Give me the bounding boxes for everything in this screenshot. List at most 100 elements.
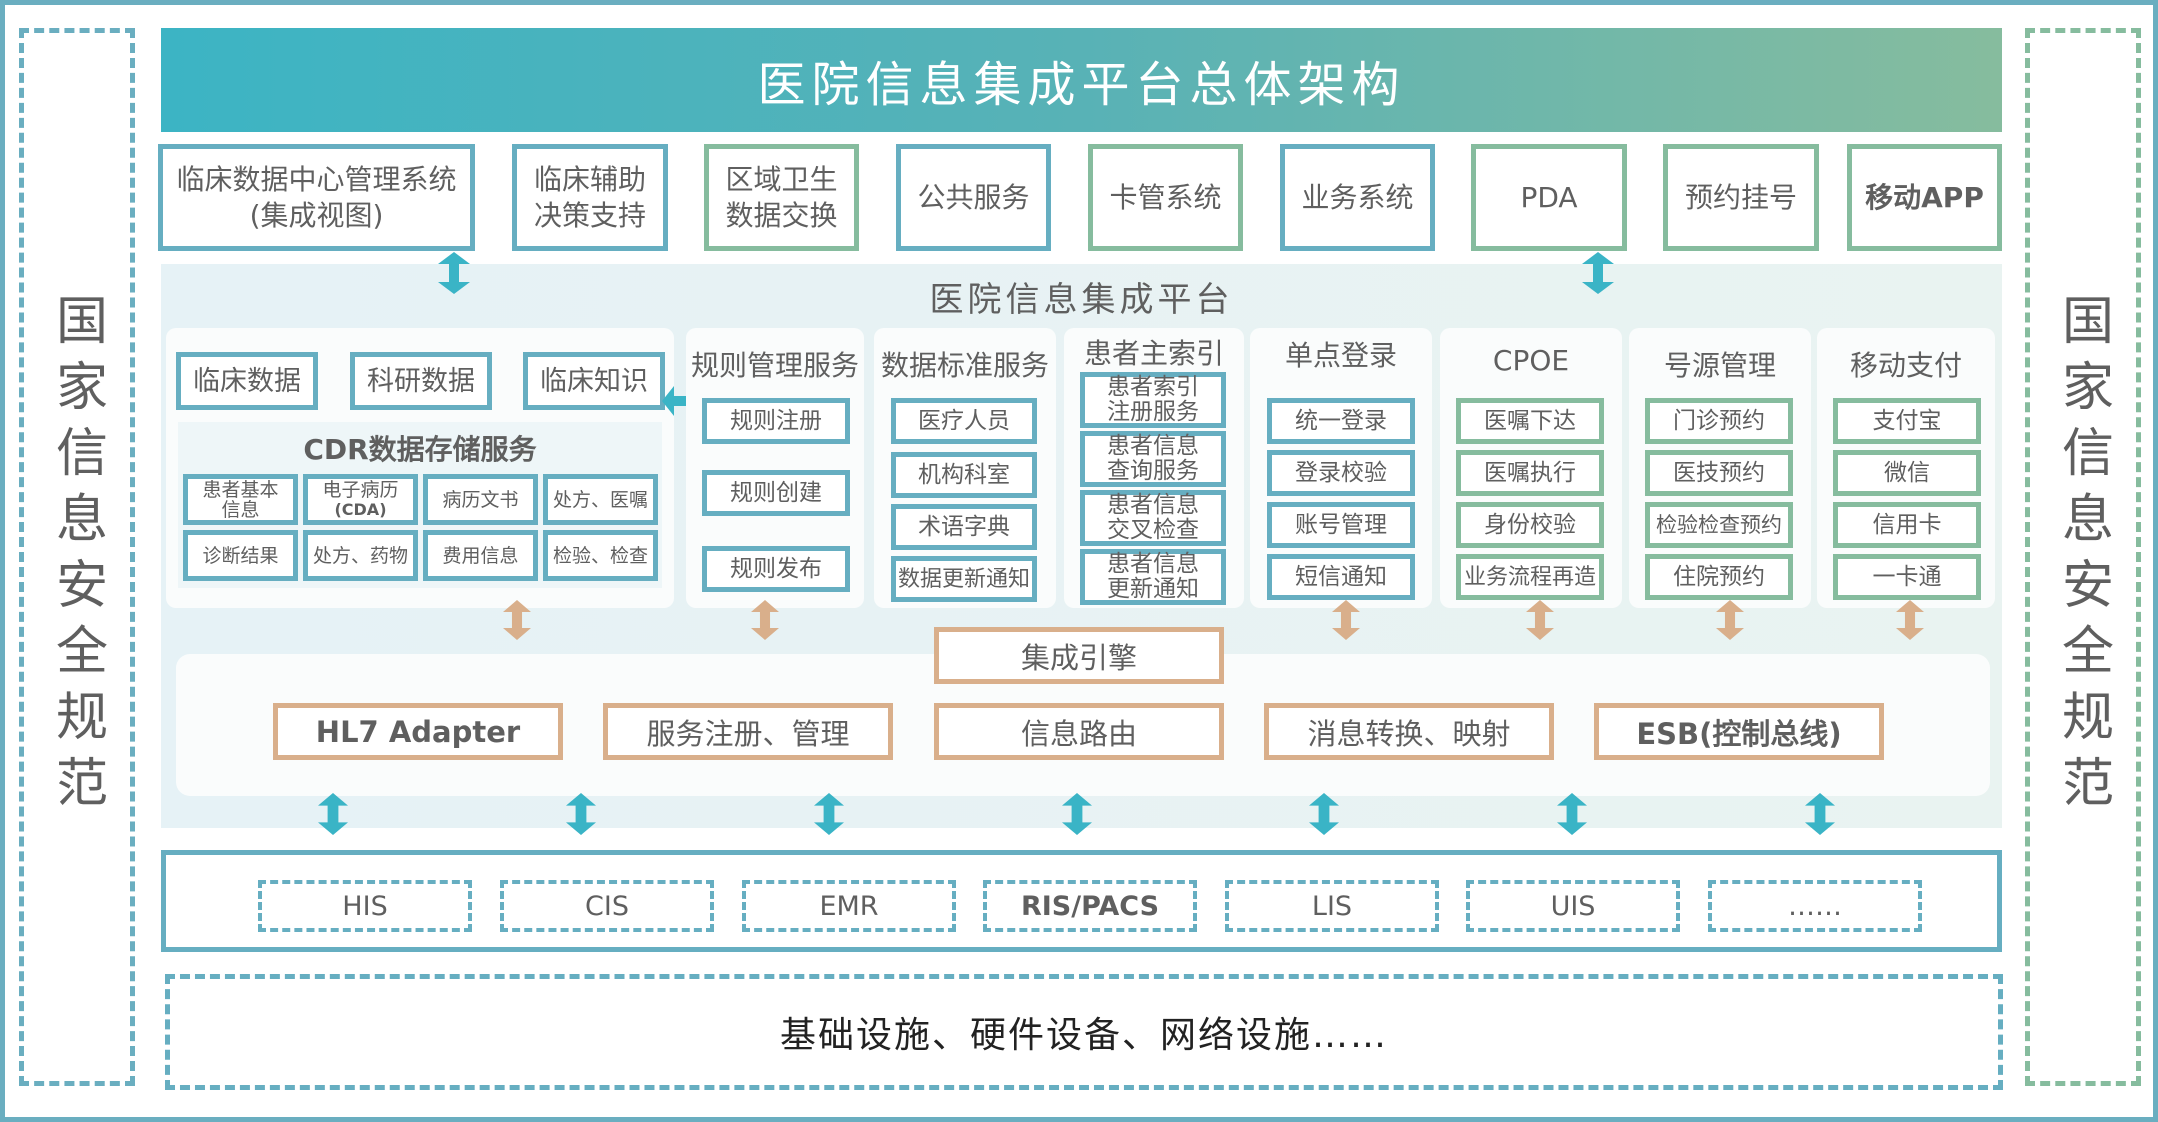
top-system-label: 公共服务 (917, 180, 1030, 214)
top-system-label: PDA (1520, 180, 1578, 214)
service-item[interactable]: 医嘱下达 (1456, 398, 1604, 444)
cdr-cell-prescription-drugs[interactable]: 处方、药物 (303, 530, 418, 581)
data-type-clinical-knowledge[interactable]: 临床知识 (523, 352, 665, 410)
top-system-label: 移动APP (1865, 180, 1984, 214)
cdr-cell-billing[interactable]: 费用信息 (423, 530, 538, 581)
service-item-label: 患者信息 (1107, 551, 1199, 577)
top-system-regional-health-exchange[interactable]: 区域卫生 数据交换 (704, 144, 859, 251)
source-system-more[interactable]: …… (1708, 880, 1922, 932)
top-system-public-service[interactable]: 公共服务 (896, 144, 1051, 251)
service-item[interactable]: 业务流程再造 (1456, 554, 1604, 600)
source-system-label: CIS (585, 890, 629, 922)
service-item[interactable]: 患者信息更新通知 (1080, 549, 1226, 605)
service-item[interactable]: 机构科室 (891, 452, 1037, 498)
source-system-uis[interactable]: UIS (1466, 880, 1680, 932)
source-system-emr[interactable]: EMR (742, 880, 956, 932)
service-item-label: 术语字典 (918, 513, 1010, 540)
source-system-label: LIS (1311, 890, 1353, 922)
service-item[interactable]: 住院预约 (1645, 554, 1793, 600)
service-item-label: 账号管理 (1295, 511, 1387, 538)
cdr-cell-label: 检验、检查 (552, 544, 648, 567)
top-system-business[interactable]: 业务系统 (1280, 144, 1435, 251)
service-item[interactable]: 信用卡 (1833, 502, 1981, 548)
service-item-label: 医嘱下达 (1484, 407, 1576, 434)
service-item[interactable]: 患者信息交叉检查 (1080, 490, 1226, 546)
service-item[interactable]: 患者索引注册服务 (1080, 372, 1226, 428)
engine-component-message-routing[interactable]: 信息路由 (934, 703, 1224, 760)
data-type-label: 临床知识 (540, 365, 648, 397)
engine-component-label: 信息路由 (1020, 716, 1137, 751)
bidirectional-arrow-icon (751, 600, 779, 640)
source-system-ris-pacs[interactable]: RIS/PACS (983, 880, 1197, 932)
service-item[interactable]: 身份校验 (1456, 502, 1604, 548)
service-item[interactable]: 支付宝 (1833, 398, 1981, 444)
service-item-label: 规则注册 (730, 407, 822, 434)
cdr-cell-emr-cda[interactable]: 电子病历(CDA) (303, 474, 418, 525)
service-item[interactable]: 短信通知 (1267, 554, 1415, 600)
service-item[interactable]: 统一登录 (1267, 398, 1415, 444)
service-title: 移动支付 (1849, 349, 1962, 382)
cdr-cell-medical-docs[interactable]: 病历文书 (423, 474, 538, 525)
top-system-label: 决策支持 (533, 198, 646, 232)
engine-title-label: 集成引擎 (1020, 640, 1137, 675)
engine-component-label: ESB(控制总线) (1636, 716, 1842, 751)
service-item[interactable]: 账号管理 (1267, 502, 1415, 548)
cdr-cell-label: 处方、医嘱 (552, 488, 648, 511)
service-item[interactable]: 患者信息查询服务 (1080, 431, 1226, 487)
integration-engine-title[interactable]: 集成引擎 (934, 627, 1224, 684)
data-type-research[interactable]: 科研数据 (350, 352, 492, 410)
service-item[interactable]: 医嘱执行 (1456, 450, 1604, 496)
engine-component-service-registry[interactable]: 服务注册、管理 (603, 703, 893, 760)
cdr-cell-label: 患者基本 (202, 478, 279, 501)
engine-component-message-transform[interactable]: 消息转换、映射 (1264, 703, 1554, 760)
source-system-his[interactable]: HIS (258, 880, 472, 932)
top-system-mobile-app[interactable]: 移动APP (1847, 144, 2002, 251)
service-item[interactable]: 微信 (1833, 450, 1981, 496)
service-item[interactable]: 登录校验 (1267, 450, 1415, 496)
source-system-label: RIS/PACS (1020, 890, 1160, 922)
cdr-title: CDR数据存储服务 (303, 433, 537, 466)
source-system-lis[interactable]: LIS (1225, 880, 1439, 932)
bidirectional-arrow-icon (1805, 793, 1835, 835)
service-item-label: 患者信息 (1107, 433, 1199, 459)
service-item[interactable]: 医疗人员 (891, 398, 1037, 444)
source-systems-frame (161, 850, 2002, 952)
top-system-card-management[interactable]: 卡管系统 (1088, 144, 1243, 251)
service-item[interactable]: 一卡通 (1833, 554, 1981, 600)
top-system-cdr-management[interactable]: 临床数据中心管理系统 (集成视图) (158, 144, 475, 251)
service-item-label: 统一登录 (1295, 407, 1387, 434)
service-item[interactable]: 数据更新通知 (891, 556, 1037, 602)
cdr-cell-label: 信息 (221, 498, 260, 521)
top-system-label: 临床数据中心管理系统 (176, 162, 457, 196)
top-system-appointment[interactable]: 预约挂号 (1663, 144, 1819, 251)
source-system-cis[interactable]: CIS (500, 880, 714, 932)
service-item[interactable]: 规则发布 (702, 546, 850, 592)
service-item-label: 数据更新通知 (897, 566, 1030, 592)
service-item[interactable]: 规则注册 (702, 398, 850, 444)
cdr-cell-diagnosis[interactable]: 诊断结果 (183, 530, 298, 581)
service-item[interactable]: 医技预约 (1645, 450, 1793, 496)
service-item-label: 住院预约 (1673, 563, 1765, 590)
top-system-pda[interactable]: PDA (1471, 144, 1627, 251)
cdr-cell-prescription-orders[interactable]: 处方、医嘱 (543, 474, 658, 525)
service-item[interactable]: 门诊预约 (1645, 398, 1793, 444)
cdr-cell-patient-info[interactable]: 患者基本信息 (183, 474, 298, 525)
service-item[interactable]: 术语字典 (891, 504, 1037, 550)
service-item[interactable]: 规则创建 (702, 470, 850, 516)
bidirectional-arrow-icon (814, 793, 844, 835)
top-system-clinical-decision-support[interactable]: 临床辅助 决策支持 (512, 144, 668, 251)
service-item-label: 门诊预约 (1673, 407, 1765, 434)
cdr-cell-lab-exam[interactable]: 检验、检查 (543, 530, 658, 581)
service-title: 规则管理服务 (690, 349, 859, 382)
cdr-cell-label: 病历文书 (442, 488, 519, 511)
service-item-label: 患者信息 (1107, 492, 1199, 518)
service-item-label: 注册服务 (1107, 399, 1199, 425)
service-item-label: 短信通知 (1295, 563, 1387, 590)
top-system-label: 预约挂号 (1684, 180, 1797, 214)
top-system-sublabel: (集成视图) (249, 198, 384, 232)
service-item[interactable]: 检验检查预约 (1645, 502, 1793, 548)
engine-component-hl7-adapter[interactable]: HL7 Adapter (273, 703, 563, 760)
infrastructure-label: 基础设施、硬件设备、网络设施…… (779, 1015, 1388, 1056)
data-type-clinical[interactable]: 临床数据 (176, 352, 318, 410)
engine-component-esb[interactable]: ESB(控制总线) (1594, 703, 1884, 760)
